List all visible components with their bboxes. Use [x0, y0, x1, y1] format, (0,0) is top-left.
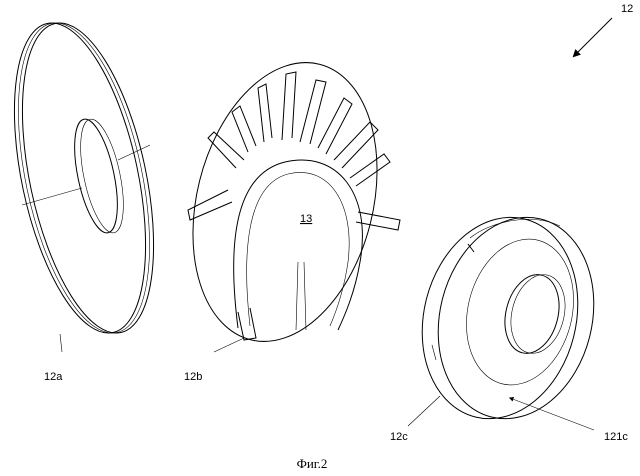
figure-caption: Фиг.2: [297, 456, 328, 471]
ring-12c: [402, 201, 615, 436]
disk-12a: [0, 11, 178, 344]
arrow-12: [574, 18, 612, 56]
leader-12a: [60, 334, 62, 352]
label-part-c-groove: 121c: [604, 431, 628, 443]
ribbed-plate-12b: [165, 43, 404, 361]
label-part-a: 12a: [44, 371, 63, 383]
arrow-121c: [510, 398, 594, 430]
label-assembly: 12: [621, 3, 633, 15]
label-part-b: 12b: [184, 371, 202, 383]
leader-12b: [214, 338, 244, 352]
label-part-c: 12c: [390, 431, 408, 443]
leader-12c: [408, 396, 440, 426]
label-part-b-face: 13: [300, 213, 312, 225]
